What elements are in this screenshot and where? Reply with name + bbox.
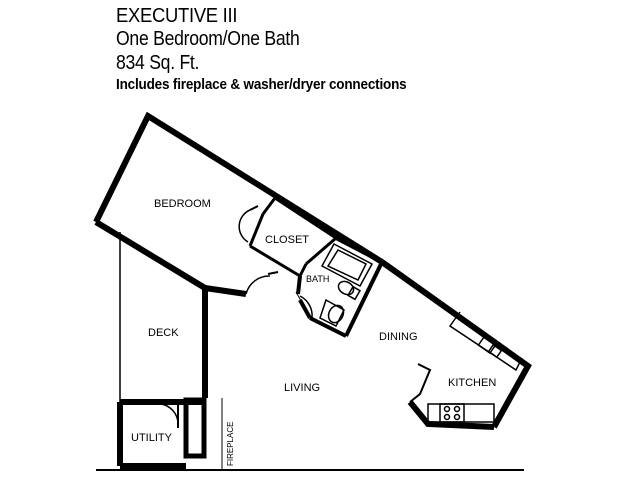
fireplace-box (183, 397, 207, 459)
bathtub (320, 242, 374, 288)
room-label-living: LIVING (284, 382, 320, 394)
kitchen-counter (427, 403, 495, 423)
kitchen-range (439, 403, 465, 423)
outer-walls (93, 111, 532, 469)
room-label-deck: DECK (148, 327, 179, 339)
room-label-bedroom: BEDROOM (154, 198, 211, 210)
wall-main-right (380, 259, 532, 429)
utility-door (159, 403, 179, 428)
plan-subtitle: One Bedroom/One Bath (116, 28, 300, 50)
plan-features: Includes fireplace & washer/dryer connec… (116, 76, 407, 93)
bath-fixtures (319, 242, 374, 328)
wall-bedroom-lower (94, 219, 208, 398)
bath-sink (327, 304, 345, 324)
wall-kitchen-bottom (407, 400, 495, 430)
toilet (337, 280, 355, 296)
plan-header: EXECUTIVE III One Bedroom/One Bath 834 S… (116, 6, 439, 92)
kitchen-fixtures (409, 311, 523, 423)
bedroom-door (245, 271, 279, 295)
wall-bedroom-top (93, 111, 384, 265)
room-label-fireplace: FIREPLACE (226, 422, 235, 466)
room-label-bath: BATH (306, 274, 329, 284)
room-label-utility: UTILITY (131, 432, 173, 444)
room-label-closet: CLOSET (265, 234, 309, 246)
closet-walls (238, 195, 339, 278)
room-label-kitchen: KITCHEN (448, 377, 496, 389)
kitchen-sink (477, 335, 497, 355)
plan-title: EXECUTIVE III (116, 5, 238, 27)
room-label-dining: DINING (379, 331, 418, 343)
wall-bedroom-door (204, 285, 247, 297)
plan-area: 834 Sq. Ft. (116, 52, 200, 74)
bath-walls (296, 236, 384, 338)
bath-door (295, 291, 313, 321)
